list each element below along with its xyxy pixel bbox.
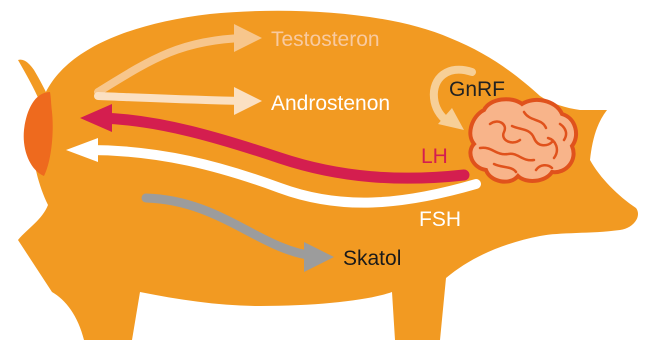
skatol-label: Skatol: [343, 247, 401, 270]
lh-label: LH: [421, 145, 448, 168]
fsh-label: FSH: [419, 208, 461, 231]
brain-icon: [470, 99, 576, 181]
testosteron-label: Testosteron: [271, 28, 380, 51]
androstenon-label: Androstenon: [271, 92, 390, 115]
androstenon-arrow: [98, 96, 244, 101]
gnrf-label: GnRF: [449, 78, 505, 101]
testicle-shape: [24, 92, 53, 176]
